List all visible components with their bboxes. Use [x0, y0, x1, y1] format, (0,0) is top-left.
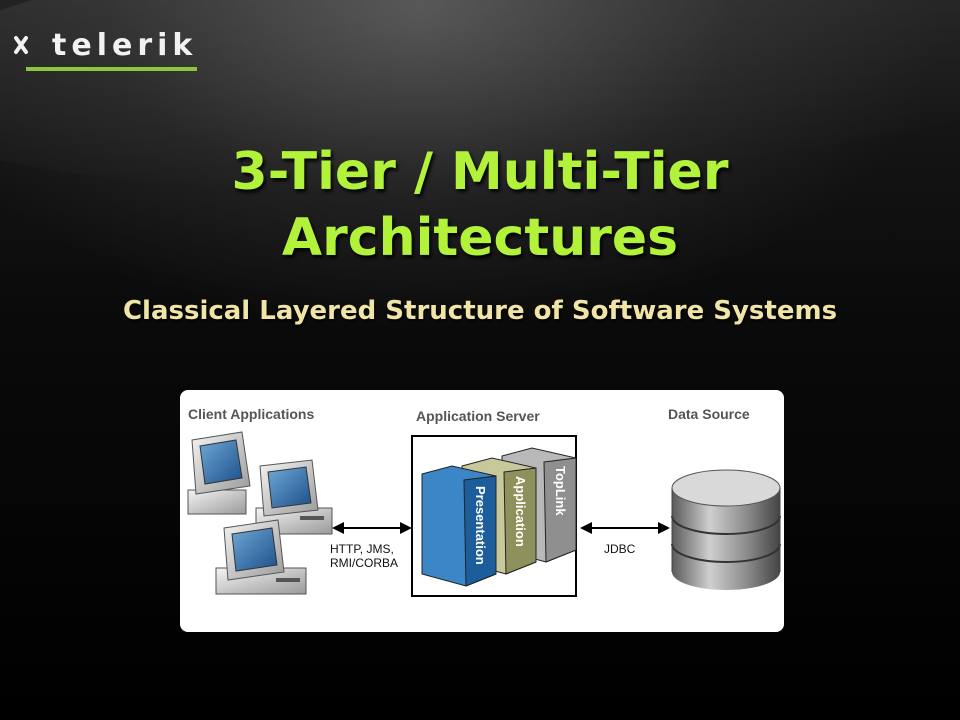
database-icon — [671, 469, 781, 590]
data-source-label: Data Source — [668, 406, 750, 422]
logo-underline — [26, 67, 197, 71]
client-computer-icon-1 — [187, 431, 251, 515]
client-server-arrow-icon — [332, 522, 412, 534]
server-database-arrow-icon — [580, 522, 670, 534]
protocol-label-line-2: RMI/CORBA — [330, 556, 399, 570]
architecture-diagram: Client Applications Application Server D… — [180, 390, 784, 632]
presentation-layer-icon — [421, 465, 497, 587]
slide-subtitle: Classical Layered Structure of Software … — [122, 296, 838, 326]
jdbc-label: JDBC — [604, 542, 636, 556]
slide-title-line-2: Architectures — [281, 208, 679, 268]
diagram-graphics — [187, 431, 781, 597]
application-layer-label: Application — [513, 476, 528, 547]
application-server-label: Application Server — [416, 408, 540, 424]
client-applications-label: Client Applications — [188, 406, 315, 422]
slide-title-line-1: 3-Tier / Multi-Tier — [231, 142, 729, 202]
telerik-logo: telerik — [12, 28, 197, 72]
protocol-label-line-1: HTTP, JMS, — [330, 542, 394, 556]
client-computer-icon-3 — [215, 519, 307, 595]
toplink-layer-label: TopLink — [553, 466, 568, 516]
logo-text: telerik — [52, 28, 198, 63]
telerik-logo-mark-icon — [14, 36, 28, 54]
presentation-layer-label: Presentation — [473, 486, 488, 565]
